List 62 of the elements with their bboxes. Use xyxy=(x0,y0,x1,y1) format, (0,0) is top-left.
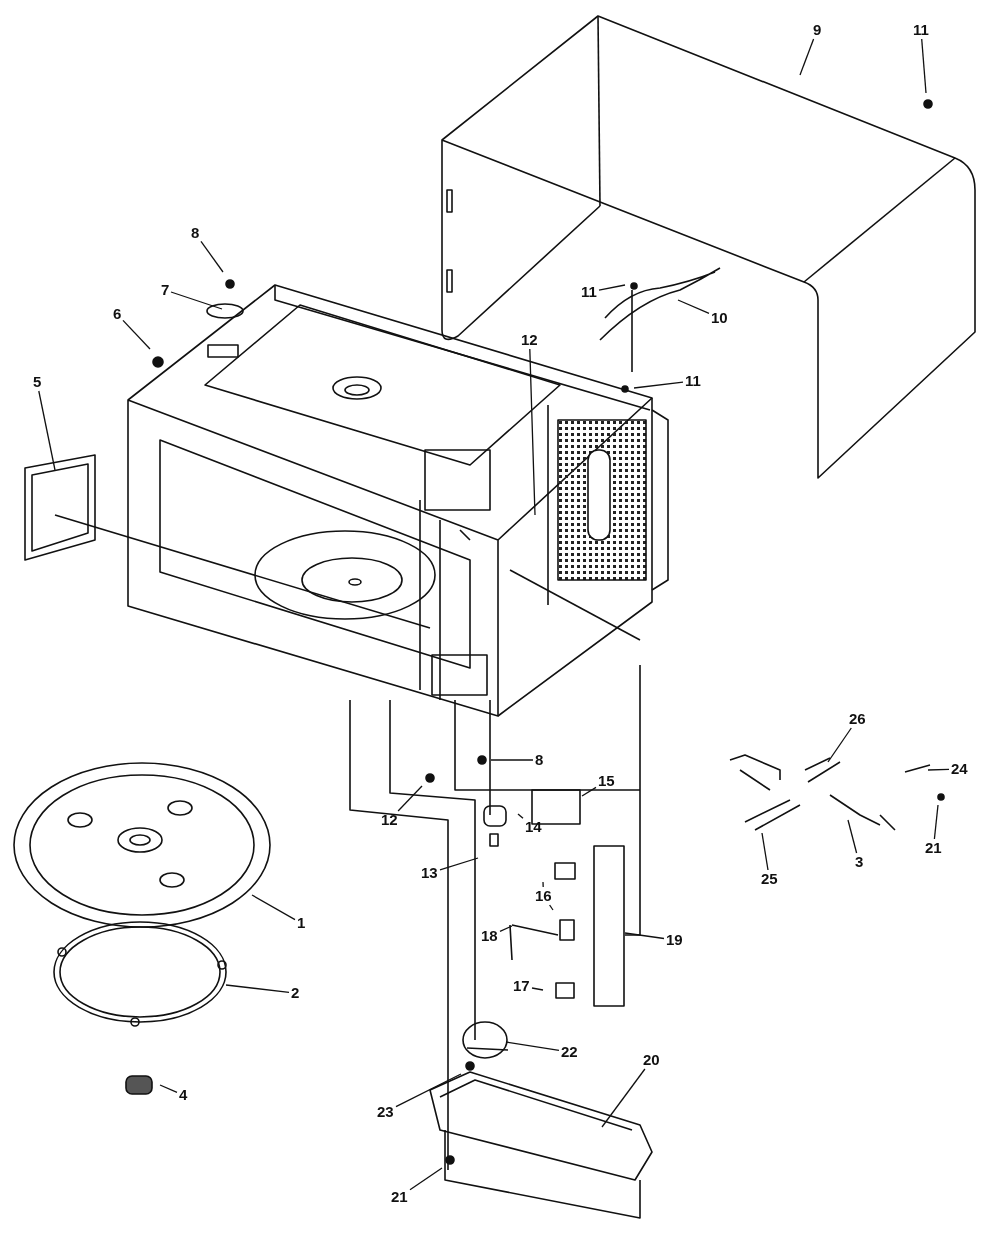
callout-number: 25 xyxy=(760,871,779,887)
leader-line xyxy=(409,1167,443,1191)
callout-number: 11 xyxy=(912,22,930,38)
callout-number: 7 xyxy=(160,282,171,298)
callout-number: 6 xyxy=(112,306,123,322)
callout-number: 17 xyxy=(512,978,531,994)
callout-number: 8 xyxy=(190,225,201,241)
leader-line xyxy=(933,804,939,840)
callout-number: 3 xyxy=(854,854,865,870)
leader-line xyxy=(847,819,858,854)
leader-line xyxy=(397,785,423,812)
callout-number: 2 xyxy=(290,985,301,1001)
leader-line xyxy=(395,1073,462,1108)
callout-number: 21 xyxy=(390,1189,409,1205)
callout-number: 18 xyxy=(480,928,499,944)
leader-line xyxy=(927,768,950,771)
leader-line xyxy=(499,925,513,932)
callout-number: 9 xyxy=(812,22,823,38)
callout-number: 21 xyxy=(924,840,943,856)
leader-line xyxy=(601,1068,646,1128)
leader-line xyxy=(170,291,223,310)
leader-line xyxy=(122,319,151,350)
leader-line xyxy=(251,894,296,921)
callout-number: 5 xyxy=(32,374,43,390)
leader-line xyxy=(542,881,544,888)
callout-number: 22 xyxy=(560,1044,579,1060)
leader-line xyxy=(225,984,290,993)
callout-number: 12 xyxy=(380,812,399,828)
leader-line xyxy=(633,381,684,389)
leader-line xyxy=(677,299,710,315)
callout-number: 8 xyxy=(534,752,545,768)
callout-number: 10 xyxy=(710,310,729,326)
callout-number: 1 xyxy=(296,915,307,931)
leader-line xyxy=(624,932,665,940)
callout-number: 26 xyxy=(848,711,867,727)
leader-line xyxy=(38,390,56,471)
callout-number: 23 xyxy=(376,1104,395,1120)
callout-number: 11 xyxy=(684,373,702,389)
leader-line xyxy=(581,786,597,797)
callout-number: 19 xyxy=(665,932,684,948)
leader-line xyxy=(529,348,536,516)
callout-number: 12 xyxy=(520,332,539,348)
leader-line xyxy=(200,240,224,273)
leader-line xyxy=(799,38,815,76)
callout-number: 4 xyxy=(178,1087,189,1103)
callout-number: 11 xyxy=(580,284,598,300)
leader-line xyxy=(159,1084,178,1094)
leader-line xyxy=(548,904,554,911)
leader-line xyxy=(761,832,769,871)
callout-number: 13 xyxy=(420,865,439,881)
callout-number: 16 xyxy=(534,888,553,904)
leader-line xyxy=(921,38,927,94)
leader-line xyxy=(517,813,524,819)
leader-line xyxy=(827,727,852,763)
leader-line xyxy=(598,284,626,291)
leader-line xyxy=(490,759,534,761)
callout-number: 24 xyxy=(950,761,969,777)
callout-number: 15 xyxy=(597,773,616,789)
callout-number: 20 xyxy=(642,1052,661,1068)
leader-line xyxy=(505,1041,560,1051)
leader-line xyxy=(531,987,544,991)
leader-line xyxy=(439,857,479,871)
